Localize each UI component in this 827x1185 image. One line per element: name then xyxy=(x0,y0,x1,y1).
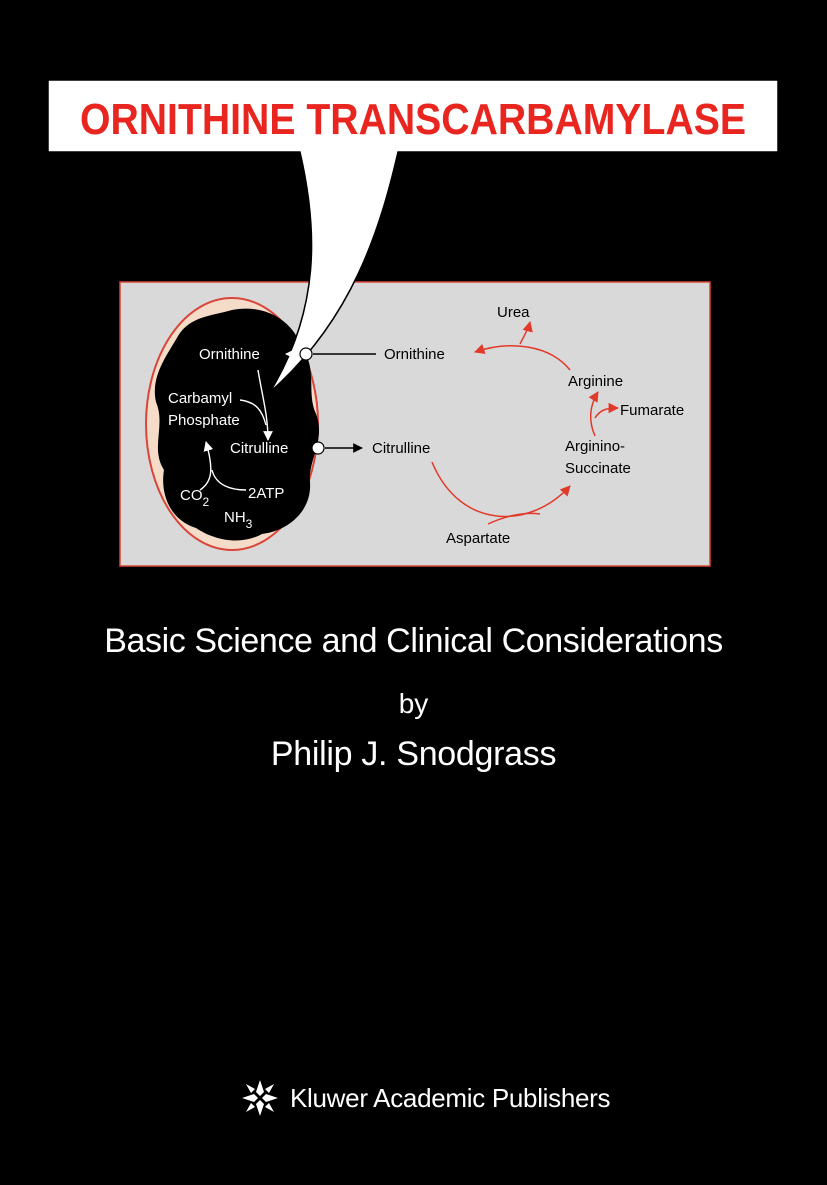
nh3-subscript: 3 xyxy=(246,517,253,531)
ornithine-transporter-icon xyxy=(299,347,313,361)
co2-base: CO xyxy=(180,487,203,504)
publisher-name: Kluwer Academic Publishers xyxy=(290,1082,611,1113)
publisher-block: Kluwer Academic Publishers xyxy=(240,1078,611,1118)
carbamyl-join-arrow xyxy=(239,399,267,426)
co2-subscript: 2 xyxy=(203,495,210,509)
by-line: by xyxy=(398,688,429,719)
kluwer-star-logo-icon xyxy=(242,1080,278,1116)
aspartate-label: Aspartate xyxy=(446,530,510,547)
ornithine-to-citrulline-arrow xyxy=(257,369,273,441)
argininosuccinate-label-line2: Succinate xyxy=(565,460,631,477)
aspartate-input-arrow xyxy=(487,512,541,525)
outer-ornithine-label: Ornithine xyxy=(384,346,445,363)
urea-label: Urea xyxy=(497,304,530,321)
author-name: Philip J. Snodgrass xyxy=(270,735,557,773)
book-title: ORNITHINE TRANSCARBAMYLASE xyxy=(80,95,746,144)
argininosuccinate-label-line1: Arginino- xyxy=(565,438,625,455)
inner-citrulline-label: Citrulline xyxy=(230,440,288,457)
co2-atp-to-carbamyl-arrow xyxy=(199,441,214,491)
urea-release-arrow xyxy=(519,320,533,345)
cover-illustration: ORNITHINE TRANSCARBAMYLASE Ornithine Car… xyxy=(47,79,779,567)
mitochondrion-matrix xyxy=(154,308,320,541)
arginine-label: Arginine xyxy=(568,373,623,390)
fumarate-label: Fumarate xyxy=(620,402,684,419)
book-subtitle: Basic Science and Clinical Consideration… xyxy=(104,622,723,660)
nh3-label: NH3 xyxy=(224,509,253,531)
carbamyl-label-line1: Carbamyl xyxy=(168,390,232,407)
carbamyl-label-line2: Phosphate xyxy=(168,412,240,429)
fumarate-release-arrow xyxy=(594,402,620,419)
citrulline-transporter-icon xyxy=(311,441,325,455)
nh3-base: NH xyxy=(224,509,246,526)
outer-citrulline-label: Citrulline xyxy=(372,440,430,457)
arginine-to-ornithine-arrow xyxy=(474,343,571,371)
title-balloon xyxy=(47,79,779,393)
atp-nh3-curve xyxy=(211,469,247,491)
argininosuccinate-to-arginine-arrow xyxy=(588,391,599,437)
inner-ornithine-label: Ornithine xyxy=(199,346,260,363)
citrulline-to-argininosuccinate-arrow xyxy=(431,461,571,518)
co2-label: CO2 xyxy=(180,487,210,509)
atp-label: 2ATP xyxy=(248,485,284,502)
